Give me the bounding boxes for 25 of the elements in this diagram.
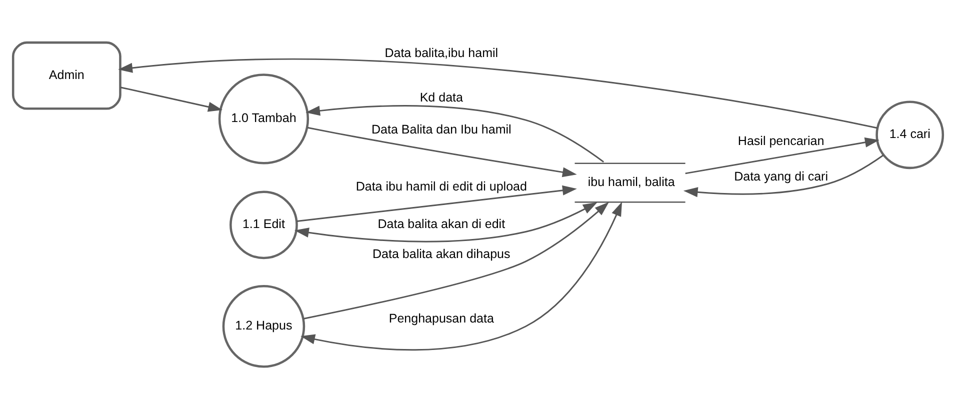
edge-label: Data yang di cari <box>734 168 828 183</box>
edge-label: Data ibu hamil di edit di upload <box>356 179 527 194</box>
edge-label: Data Balita dan Ibu hamil <box>371 122 512 136</box>
arrow <box>120 86 222 112</box>
node-circle: 1.4 cari <box>876 100 944 169</box>
node-circle: 1.0 Tambah <box>218 73 310 164</box>
arrow <box>685 136 880 174</box>
node-text: ibu hamil, balita <box>588 174 675 188</box>
node-box: Admin <box>12 40 122 110</box>
edge-label: Data balita akan dihapus <box>372 246 510 260</box>
arrow <box>296 184 577 222</box>
arrow <box>683 154 884 197</box>
arrow <box>306 104 604 162</box>
arrow <box>300 201 622 350</box>
arrow <box>307 126 577 177</box>
arrow <box>294 202 598 242</box>
edge-label: Kd data <box>420 90 463 104</box>
edge-label: Data balita akan di edit <box>378 216 506 231</box>
edge-label: Data balita,ibu hamil <box>384 46 498 60</box>
edge-label: Penghapusan data <box>388 311 494 326</box>
node-circle: 1.1 Edit <box>230 190 298 259</box>
node-circle: 1.2 Hapus <box>222 284 306 368</box>
arrow <box>118 58 878 128</box>
edge-label: Hasil pencarian <box>738 133 824 148</box>
arrow <box>303 201 609 319</box>
